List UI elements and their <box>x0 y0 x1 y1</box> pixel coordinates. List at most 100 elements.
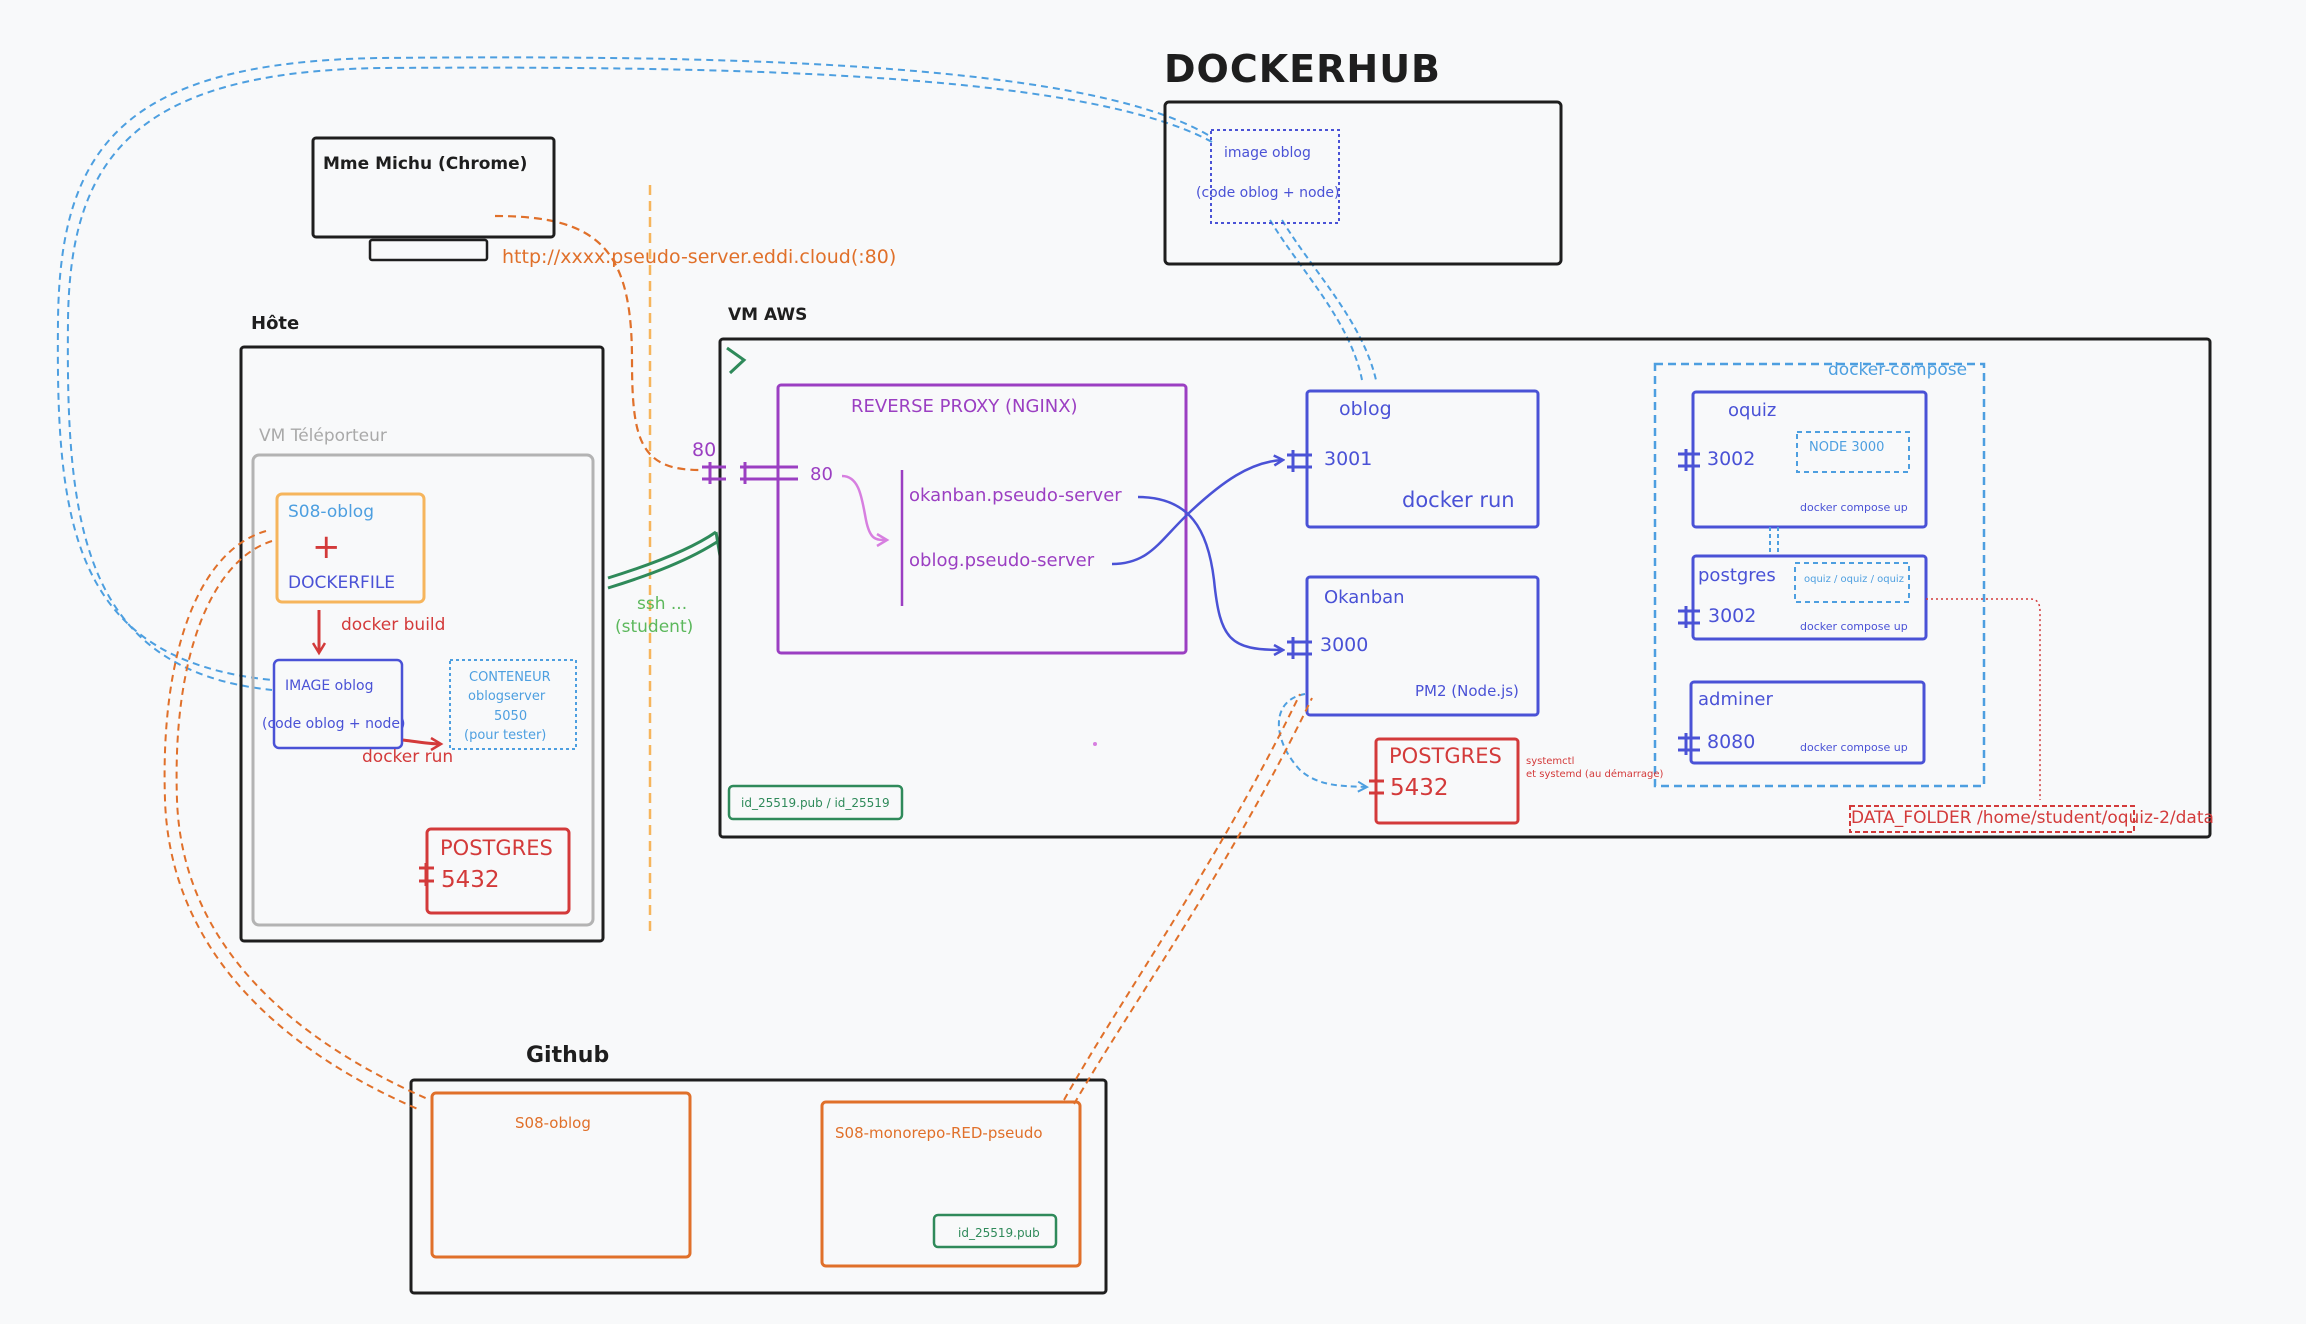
compose-postgres-box <box>1691 554 1928 641</box>
github-to-aws-link <box>1063 693 1313 1105</box>
host-repo-box <box>275 492 426 604</box>
client-url[interactable]: http://xxxx.pseudo-server.eddi.cloud(:80… <box>502 246 897 268</box>
vm-aws-box <box>718 337 2212 839</box>
compose-box <box>1653 362 1986 788</box>
route-okanban-label: okanban.pseudo-server <box>909 485 1122 506</box>
github-box <box>409 1078 1108 1295</box>
oquiz-postgres-link <box>1769 527 1779 556</box>
okanban-to-postgres-link <box>1277 693 1366 787</box>
oblog-port: 3001 <box>1324 448 1373 470</box>
adminer-port: 8080 <box>1707 731 1756 753</box>
host-postgres-title: POSTGRES <box>440 836 553 860</box>
aws-postgres-note1: systemctl <box>1526 756 1575 767</box>
route-okanban-curve <box>1137 495 1282 650</box>
host-container-box <box>449 659 577 750</box>
docker-run-label: docker run <box>362 747 454 767</box>
oblog-box <box>1305 389 1540 529</box>
plus-icon: + <box>312 527 341 567</box>
container-line2: oblogserver <box>468 689 546 704</box>
compose-postgres-port: 3002 <box>1708 605 1757 627</box>
aws-postgres-title: POSTGRES <box>1389 744 1502 768</box>
dockerfile-label: DOCKERFILE <box>288 573 396 593</box>
adminer-box <box>1689 680 1926 765</box>
compose-postgres-title: postgres <box>1698 565 1776 586</box>
host-image-box <box>272 658 404 750</box>
github-title: Github <box>526 1043 610 1068</box>
vm-aws-title: VM AWS <box>728 305 808 325</box>
vm-teleporteur-box <box>251 453 595 927</box>
aws-postgres-port: 5432 <box>1390 775 1449 801</box>
adminer-port-bracket <box>1678 733 1700 755</box>
github-repo1-box <box>430 1091 692 1259</box>
aws-keys-box <box>727 784 904 821</box>
client-monitor-stand <box>368 238 489 262</box>
ssh-user-label: (student) <box>615 617 694 637</box>
oquiz-inner-label: NODE 3000 <box>1809 440 1885 455</box>
container-line4: (pour tester) <box>464 728 547 743</box>
aws-keys-label: id_25519.pub / id_25519 <box>741 796 890 810</box>
dockerhub-image-box <box>1210 129 1340 224</box>
host-box <box>239 345 605 943</box>
oquiz-port: 3002 <box>1707 448 1756 470</box>
oblog-cmd: docker run <box>1402 488 1515 512</box>
host-repo-label: S08-oblog <box>288 502 374 522</box>
dot <box>1093 742 1097 746</box>
oquiz-title: oquiz <box>1728 400 1777 421</box>
proxy-box <box>776 383 1188 655</box>
dockerhub-box <box>1163 100 1563 266</box>
oquiz-cmd: docker compose up <box>1800 501 1908 514</box>
github-repo2-box <box>820 1100 1082 1268</box>
host-postgres-port: 5432 <box>441 867 500 893</box>
okanban-port: 3000 <box>1320 634 1369 656</box>
compose-postgres-cmd: docker compose up <box>1800 620 1908 633</box>
ssh-label: ssh ... <box>637 594 688 614</box>
host-image-title: IMAGE oblog <box>285 678 374 694</box>
proxy-route-arrow <box>841 474 886 540</box>
compose-postgres-inner-label: oquiz / oquiz / oquiz <box>1804 574 1904 585</box>
okanban-box <box>1305 575 1540 717</box>
proxy-port-bracket <box>702 462 798 484</box>
client-title: Mme Michu (Chrome) <box>323 154 528 174</box>
github-to-host-link <box>163 530 431 1111</box>
route-oblog-curve <box>1111 460 1282 566</box>
docker-build-label: docker build <box>341 615 446 635</box>
dockerhub-image-subtitle: (code oblog + node) <box>1196 185 1340 201</box>
proxy-port-label: 80 <box>810 464 833 485</box>
data-folder-label: DATA_FOLDER /home/student/oquiz-2/data <box>1851 808 2214 828</box>
adminer-cmd: docker compose up <box>1800 741 1908 754</box>
oquiz-port-bracket <box>1678 449 1700 471</box>
aws-postgres-port-bracket <box>1369 776 1384 798</box>
github-repo2-label[interactable]: S08-monorepo-RED-pseudo <box>835 1124 1043 1142</box>
client-request-link <box>494 214 701 472</box>
terminal-icon <box>726 346 747 375</box>
vm-teleporteur-title: VM Téléporteur <box>259 426 387 446</box>
okanban-title: Okanban <box>1324 587 1405 608</box>
dockerhub-to-host-link <box>56 56 1213 691</box>
host-image-subtitle: (code oblog + node) <box>262 716 406 732</box>
ssh-connection <box>607 530 722 590</box>
client-monitor <box>311 136 556 239</box>
route-oblog-label: oblog.pseudo-server <box>909 550 1095 571</box>
container-line1: CONTENEUR <box>469 670 551 685</box>
docker-run-arrow <box>402 740 440 744</box>
compose-postgres-port-bracket <box>1678 606 1700 628</box>
external-port-label: 80 <box>692 439 717 461</box>
oquiz-box <box>1691 390 1928 529</box>
dockerhub-to-oblog-link <box>1269 219 1377 381</box>
dockerhub-title: DOCKERHUB <box>1164 47 1442 91</box>
oblog-port-bracket <box>1287 450 1312 472</box>
compose-postgres-inner-box <box>1794 562 1910 603</box>
github-key-label: id_25519.pub <box>958 1226 1040 1240</box>
dockerhub-image-title: image oblog <box>1224 145 1311 161</box>
adminer-title: adminer <box>1698 689 1773 710</box>
oblog-title: oblog <box>1339 398 1392 420</box>
proxy-title: REVERSE PROXY (NGINX) <box>851 396 1078 417</box>
oquiz-inner-box <box>1796 431 1910 473</box>
data-folder-box <box>1849 805 2135 833</box>
okanban-port-bracket <box>1287 637 1312 659</box>
github-repo1-label[interactable]: S08-oblog <box>515 1114 591 1132</box>
host-postgres-port-bracket <box>419 863 434 886</box>
aws-postgres-note2: et systemd (au démarrage) <box>1526 769 1664 780</box>
container-line3: 5050 <box>494 709 528 724</box>
